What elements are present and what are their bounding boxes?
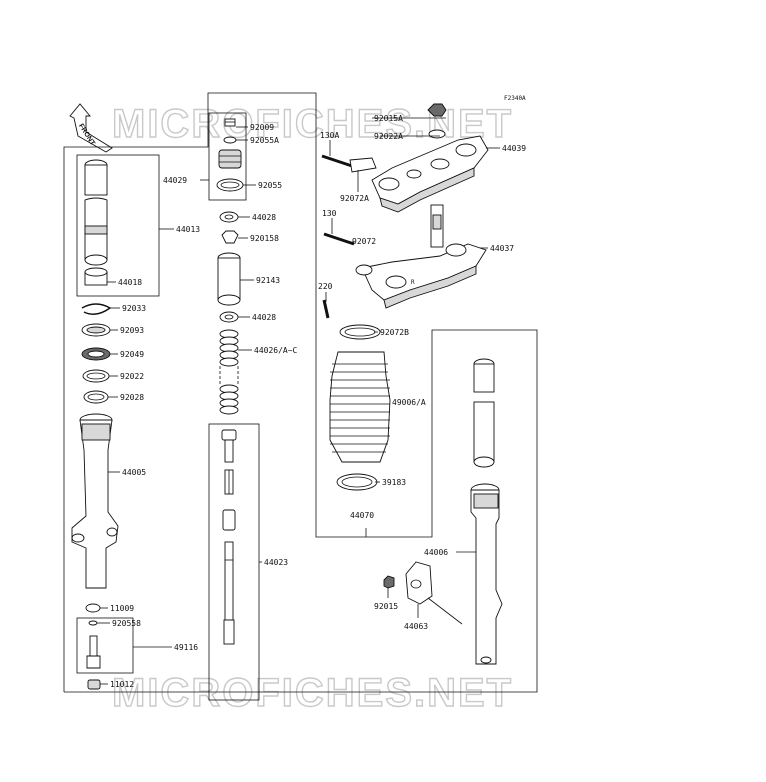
part-label: 49006/A	[392, 398, 426, 407]
inner-tube-44013	[84, 159, 108, 286]
bolt-130A	[321, 154, 377, 173]
ref-code: F2340A	[504, 95, 526, 102]
clip-92033	[81, 303, 112, 315]
part-label: 92055	[258, 181, 282, 190]
part-label: 44006	[424, 548, 448, 557]
part-label: 130	[322, 209, 337, 218]
part-label: 44029	[163, 176, 187, 185]
part-label: 49116	[174, 643, 198, 652]
svg-text:R: R	[411, 279, 415, 286]
front-arrow-icon: FRONT	[69, 103, 113, 153]
upper-bracket-44039	[371, 103, 489, 213]
seal-92049	[81, 347, 111, 361]
part-label: 130A	[320, 131, 339, 140]
seal-92093	[81, 323, 111, 337]
part-label: 92143	[256, 276, 280, 285]
nut-920158	[221, 230, 239, 244]
part-label: 11012	[110, 680, 134, 689]
washer-44028-bottom	[219, 311, 239, 323]
spacer-92143	[217, 252, 241, 306]
clamp-44063	[405, 561, 433, 605]
part-label: 92093	[120, 326, 144, 335]
clamp-39183	[336, 473, 378, 491]
part-label: 92033	[122, 304, 146, 313]
part-label: 92022A	[374, 132, 403, 141]
group-44023-box	[208, 423, 260, 701]
part-label: 920558	[112, 619, 141, 628]
washer-11012	[87, 679, 101, 690]
washer-92022	[82, 369, 110, 383]
oring-92055	[216, 178, 244, 192]
part-label: 92015	[374, 602, 398, 611]
assembly-frame	[63, 92, 538, 701]
part-label: 220	[318, 282, 333, 291]
part-label: 92022	[120, 372, 144, 381]
lower-bracket-44037: R	[323, 204, 487, 309]
part-labels: 92015A 92022A 44039 130A 92072A 130 9207…	[110, 114, 526, 689]
watermark-top: MICROFICHES.NET	[112, 102, 513, 146]
part-label: 44028	[252, 213, 276, 222]
part-label: 920158	[250, 234, 279, 243]
part-label: 44018	[118, 278, 142, 287]
clamp-92072B	[339, 324, 381, 340]
part-label: 92072	[352, 237, 376, 246]
leader-lines	[97, 117, 500, 685]
part-label: 11009	[110, 604, 134, 613]
part-label: 92028	[120, 393, 144, 402]
part-label: 39183	[382, 478, 406, 487]
part-label: 44039	[502, 144, 526, 153]
part-label: 44005	[122, 468, 146, 477]
part-label: 44063	[404, 622, 428, 631]
bushing-92028	[83, 390, 109, 404]
washer-11009	[85, 603, 101, 613]
group-49116-box	[76, 617, 134, 674]
part-label: 44028	[252, 313, 276, 322]
part-label: 44070	[350, 511, 374, 520]
oring-92055A	[223, 136, 237, 144]
bolt-220	[322, 299, 330, 319]
part-label: 92072A	[340, 194, 369, 203]
part-label: 92072B	[380, 328, 409, 337]
part-label: 44023	[264, 558, 288, 567]
outer-tube-44005	[71, 413, 119, 589]
group-44029-box	[208, 112, 247, 201]
washer-44028-top	[219, 211, 239, 223]
part-label: 44013	[176, 225, 200, 234]
damper-rod-44023	[221, 429, 237, 645]
group-44013-box	[76, 154, 160, 297]
spring-44026	[219, 329, 239, 415]
bolt-49116	[86, 620, 101, 669]
fork-assembly-44006	[470, 358, 503, 665]
part-label: 44037	[490, 244, 514, 253]
part-label: 92015A	[374, 114, 403, 123]
cap-44029	[218, 149, 242, 169]
fork-boot-49006	[329, 351, 391, 463]
bolt-92015	[383, 575, 395, 589]
watermark-bottom: MICROFICHES.NET	[112, 671, 513, 715]
part-label: 92009	[250, 123, 274, 132]
part-label: 44026/A~C	[254, 346, 298, 355]
part-label: 92049	[120, 350, 144, 359]
part-label: 92055A	[250, 136, 279, 145]
cap-92009	[224, 118, 236, 127]
